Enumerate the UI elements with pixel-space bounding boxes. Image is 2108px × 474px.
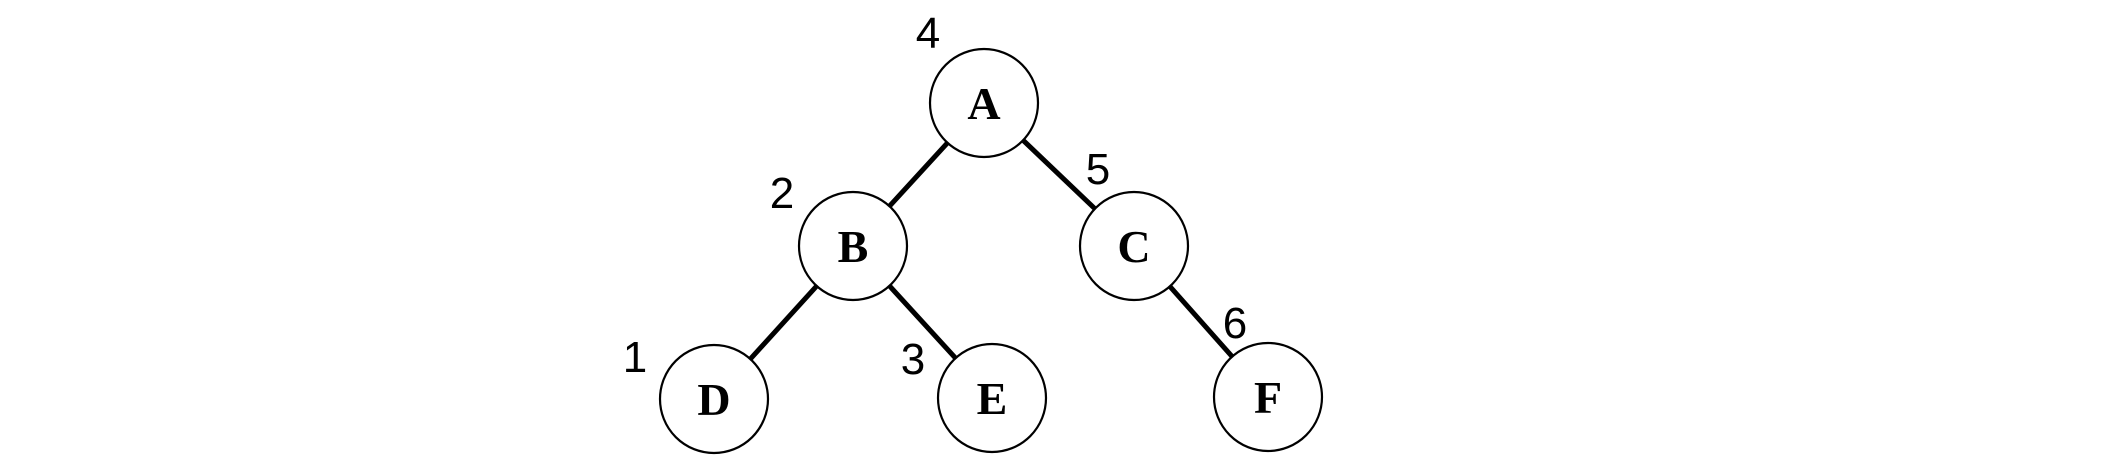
node-D-order-number: 1	[623, 333, 647, 382]
node-D-circle	[658, 343, 770, 455]
node-D-letter: D	[697, 374, 730, 425]
node-C-letter: C	[1117, 221, 1150, 272]
node-A-order-number: 4	[916, 9, 940, 58]
node-E-order-number: 3	[901, 335, 925, 384]
node-C-order-number: 5	[1086, 145, 1110, 194]
node-B-circle	[797, 190, 909, 302]
node-E-circle	[936, 342, 1048, 454]
node-E-letter: E	[977, 373, 1008, 424]
node-F-order-number: 6	[1223, 299, 1247, 348]
node-B-letter: B	[838, 221, 869, 272]
node-A-letter: A	[967, 78, 1000, 129]
node-C-circle	[1078, 190, 1190, 302]
node-B-order-number: 2	[770, 169, 794, 218]
node-F-letter: F	[1254, 372, 1282, 423]
node-F-circle	[1212, 341, 1324, 453]
node-A-circle	[928, 47, 1040, 159]
